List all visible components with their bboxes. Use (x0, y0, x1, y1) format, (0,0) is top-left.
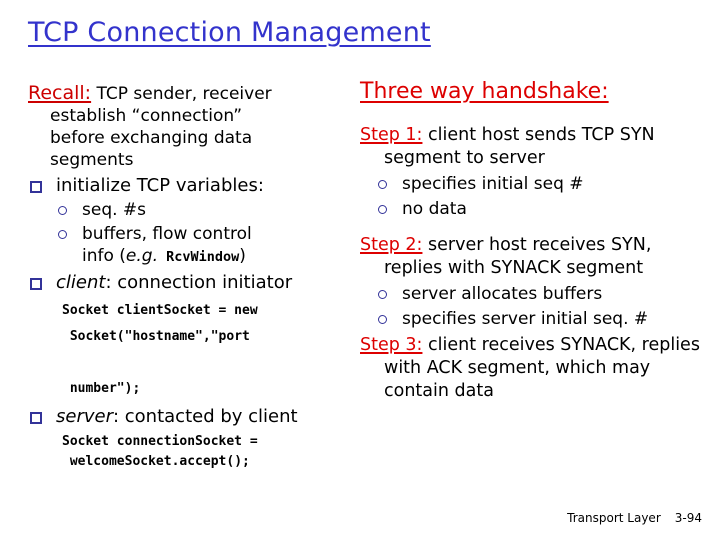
step-1-label: Step 1: (360, 125, 423, 145)
circle-bullet-icon (58, 206, 67, 215)
list-item-label: no data (402, 199, 467, 219)
recall-line-1: establish “connection” (50, 106, 243, 126)
step-3: Step 3: client receives SYNACK, replies … (360, 334, 712, 403)
step-1-sub-1: specifies initial seq # (360, 173, 712, 195)
buffers-info-code: RcvWindow (157, 249, 240, 265)
square-bullet-icon (30, 278, 42, 290)
circle-bullet-icon (378, 315, 387, 324)
list-item-label: specifies initial seq # (402, 174, 584, 194)
step-3-label: Step 3: (360, 335, 423, 355)
step-3-text: client receives SYNACK, replies with ACK… (384, 335, 700, 401)
step-2-sub-2: specifies server initial seq. # (360, 308, 712, 330)
list-item-seq: seq. #s (28, 199, 344, 221)
recall-paragraph: Recall: TCP sender, receiver (28, 82, 344, 105)
circle-bullet-icon (378, 290, 387, 299)
circle-bullet-icon (58, 230, 67, 239)
list-item-initialize: initialize TCP variables: (28, 174, 344, 197)
step-2: Step 2: server host receives SYN, replie… (360, 234, 712, 280)
step-2-sub-1: server allocates buffers (360, 283, 712, 305)
buffers-info-prefix: info ( (82, 246, 126, 266)
right-column: Three way handshake: Step 1: client host… (360, 78, 712, 403)
square-bullet-icon (30, 412, 42, 424)
recall-line-2: before exchanging data (50, 128, 253, 148)
circle-bullet-icon (378, 205, 387, 214)
list-item-label: seq. #s (82, 200, 147, 220)
step-2-label: Step 2: (360, 235, 423, 255)
list-item-server: server: contacted by client (28, 405, 344, 428)
recall-text: TCP sender, receiver (91, 84, 272, 104)
client-term: client (56, 272, 106, 293)
handshake-heading: Three way handshake: (360, 79, 609, 104)
list-item-label: initialize TCP variables: (56, 175, 264, 196)
step-1-sub-2: no data (360, 198, 712, 220)
list-item-label: specifies server initial seq. # (402, 309, 649, 329)
recall-label: Recall: (28, 82, 92, 104)
left-column: Recall: TCP sender, receiver establish “… (28, 82, 344, 472)
footer-chapter: Transport Layer (567, 511, 661, 525)
buffers-info-suffix: ) (239, 246, 246, 266)
page-title: TCP Connection Management (28, 17, 431, 48)
list-item-label: server allocates buffers (402, 284, 603, 304)
list-item-label: : contacted by client (112, 406, 298, 427)
recall-line-3: segments (50, 150, 134, 170)
list-item-label: buffers, flow control (82, 224, 252, 244)
footer-page-number: 3-94 (674, 511, 702, 525)
step-1-text: client host sends TCP SYN segment to ser… (384, 125, 655, 168)
buffers-info-eg: e.g. (125, 246, 158, 266)
step-2-text: server host receives SYN, replies with S… (384, 235, 652, 278)
list-item-buffers: buffers, flow control info (e.g. RcvWind… (28, 223, 344, 268)
list-item-client: client: connection initiator (28, 271, 344, 294)
list-item-label: : connection initiator (105, 272, 293, 293)
square-bullet-icon (30, 181, 42, 193)
code-client-socket: Socket clientSocket = new Socket("hostna… (62, 303, 258, 396)
step-1: Step 1: client host sends TCP SYN segmen… (360, 124, 712, 170)
slide-footer: Transport Layer 3-94 (567, 510, 702, 526)
server-term: server (56, 406, 113, 427)
circle-bullet-icon (378, 180, 387, 189)
code-server-socket: Socket connectionSocket = welcomeSocket.… (62, 434, 258, 469)
